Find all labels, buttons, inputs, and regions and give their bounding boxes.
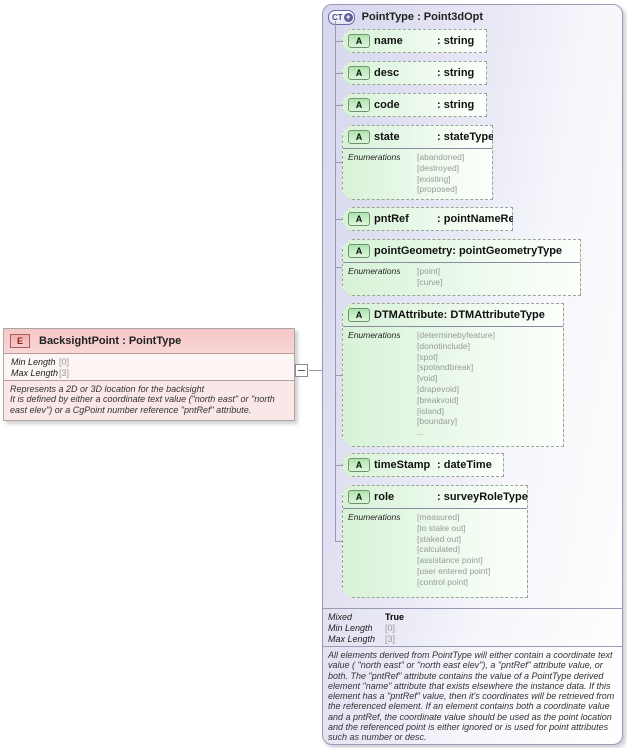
attribute-name: role — [374, 491, 395, 503]
attribute-icon: A — [348, 130, 370, 144]
facet-row-min-length: Min Length [0] — [4, 357, 294, 368]
enumerations-label: Enumerations — [348, 330, 401, 340]
facet-row-max-length: Max Length [3] — [4, 368, 294, 379]
attribute-name: desc — [374, 67, 400, 79]
expand-collapse-handle[interactable] — [295, 364, 308, 377]
attribute-name: pntRef — [374, 213, 409, 225]
element-box-backsightpoint[interactable]: E BacksightPoint : PointType Min Length … — [3, 328, 295, 422]
attribute-icon: A — [348, 490, 370, 504]
attribute-type: : dateTime — [437, 459, 492, 471]
section-divider — [323, 646, 622, 647]
facet-label: Min Length — [11, 357, 56, 367]
attribute-type: : string — [437, 99, 475, 111]
tree-stub-line — [335, 73, 343, 74]
attribute-icon: A — [348, 212, 370, 226]
facet-value: [3] — [59, 367, 70, 378]
complextype-panel-pointtype[interactable]: CT + PointType : Point3dOpt A name : str… — [322, 4, 623, 745]
attribute-box-code[interactable]: A code : string — [342, 93, 487, 117]
annotation-line: Represents a 2D or 3D location for the b… — [10, 384, 205, 394]
tree-stub-line — [335, 541, 343, 542]
tree-stub-line — [335, 162, 343, 163]
facet-value: [0] — [59, 357, 70, 367]
facet-value: [3] — [385, 634, 396, 644]
attribute-box-pointgeometry[interactable]: A pointGeometry : pointGeometryType Enum… — [342, 239, 581, 296]
annotation-line: It is defined by either a coordinate tex… — [10, 394, 275, 415]
attribute-icon: A — [348, 458, 370, 472]
attribute-type: : string — [437, 35, 475, 47]
facet-label: Max Length — [328, 634, 376, 644]
tree-trunk-line — [335, 21, 336, 541]
attribute-icon: A — [348, 66, 370, 80]
element-icon: E — [10, 334, 30, 348]
facet-label: Min Length — [328, 623, 373, 633]
enumerations-label: Enumerations — [348, 152, 401, 162]
attribute-box-state[interactable]: A state : stateType Enumerations [abando… — [342, 125, 493, 200]
complextype-header[interactable]: CT + PointType : Point3dOpt — [328, 9, 483, 25]
attribute-type: : DTMAttributeType — [443, 309, 545, 321]
enumerations-label: Enumerations — [348, 512, 401, 522]
attribute-box-role[interactable]: A role : surveyRoleType Enumerations [me… — [342, 485, 528, 598]
plus-icon[interactable]: + — [343, 11, 353, 22]
facet-row-mixed: Mixed True — [328, 612, 404, 623]
attribute-type: : string — [437, 67, 475, 79]
complextype-title: PointType : Point3dOpt — [361, 11, 484, 23]
element-title: BacksightPoint : PointType — [39, 335, 182, 347]
attribute-icon: A — [348, 98, 370, 112]
tree-stub-line — [335, 375, 343, 376]
attribute-name: code — [374, 99, 400, 111]
attribute-type: : surveyRoleType — [437, 491, 528, 503]
tree-stub-line — [335, 219, 343, 220]
facet-label: Mixed — [328, 612, 353, 622]
element-header[interactable]: E BacksightPoint : PointType — [4, 329, 294, 354]
attribute-box-name[interactable]: A name : string — [342, 29, 487, 53]
enumerations-label: Enumerations — [348, 266, 401, 276]
facet-row-min-length: Min Length [0] — [328, 623, 395, 634]
element-facets: Min Length [0] Max Length [3] — [4, 354, 294, 381]
attribute-icon: A — [348, 244, 370, 258]
complextype-icon: CT + — [328, 9, 355, 25]
enumeration-values: [measured] [to stake out] [staked out] [… — [417, 512, 491, 587]
attribute-box-timestamp[interactable]: A timeStamp : dateTime — [342, 453, 504, 477]
enumeration-values: [abandoned] [destroyed] [existing] [prop… — [417, 152, 465, 195]
attribute-box-desc[interactable]: A desc : string — [342, 61, 487, 85]
attribute-icon: A — [348, 308, 370, 322]
tree-stub-line — [335, 465, 343, 466]
facet-value: True — [385, 612, 405, 622]
attribute-name: pointGeometry — [374, 245, 453, 257]
tree-stub-line — [335, 105, 343, 106]
attribute-type: : stateType — [437, 131, 495, 143]
element-annotation: Represents a 2D or 3D location for the b… — [4, 381, 294, 421]
attribute-box-pntref[interactable]: A pntRef : pointNameRef — [342, 207, 513, 231]
complextype-icon-label: CT — [332, 12, 343, 22]
tree-stub-line — [335, 41, 343, 42]
attribute-box-dtmattribute[interactable]: A DTMAttribute : DTMAttributeType Enumer… — [342, 303, 564, 447]
enumeration-values: [determinebyfeature] [donotinclude] [spo… — [417, 330, 495, 438]
attribute-name: timeStamp — [374, 459, 431, 471]
attribute-name: DTMAttribute — [374, 309, 444, 321]
facet-row-max-length: Max Length [3] — [328, 634, 395, 645]
enumeration-values: [point] [curve] — [417, 266, 443, 287]
complextype-annotation: All elements derived from PointType will… — [328, 650, 615, 743]
attribute-name: name — [374, 35, 403, 47]
attribute-name: state — [374, 131, 400, 143]
tree-stub-line — [335, 267, 343, 268]
facet-label: Max Length — [11, 367, 59, 378]
section-divider — [323, 608, 622, 609]
attribute-type: : pointNameRef — [437, 213, 519, 225]
attribute-icon: A — [348, 34, 370, 48]
facet-value: [0] — [385, 623, 396, 633]
attribute-type: : pointGeometryType — [452, 245, 563, 257]
